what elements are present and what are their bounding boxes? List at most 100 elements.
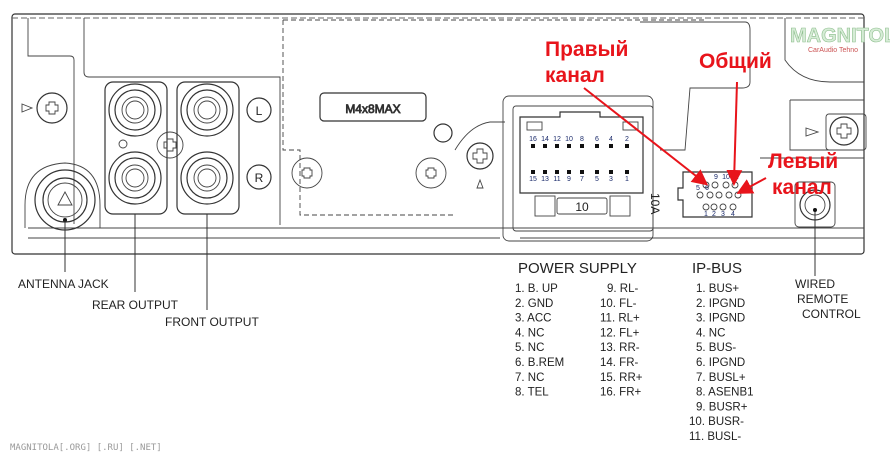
pinout-item: 3. IPGND	[696, 313, 745, 325]
pin-number: 12	[553, 136, 561, 143]
pinout-item: 2. GND	[515, 298, 553, 310]
pin	[580, 170, 584, 174]
pin	[609, 144, 613, 148]
pinout-item: 14. FR-	[600, 357, 639, 369]
common-annotation: Общий	[699, 50, 772, 73]
left-channel-annotation: Левый канал	[768, 150, 838, 199]
annotation-arrows	[583, 81, 767, 194]
pinout-item: 5. NC	[515, 342, 544, 354]
pin-number: 1	[704, 211, 708, 218]
pinout-item: 7. BUSL+	[696, 372, 746, 384]
svg-text:R: R	[255, 171, 264, 185]
front-output-rca	[176, 81, 240, 215]
left-channel-marker: L	[246, 97, 272, 123]
pin-number: 3	[721, 211, 725, 218]
pinout-item: 4. NC	[515, 327, 544, 339]
pin	[711, 181, 719, 189]
pinout-item: 6. IPGND	[696, 357, 745, 369]
pin-number: 2	[625, 136, 629, 143]
triangle-marker-icon	[21, 103, 34, 113]
pinout-item: 10. FL-	[600, 298, 637, 310]
fuse-label: 10	[575, 200, 589, 214]
pinout-item: 1. BUS+	[696, 283, 739, 295]
power-supply-pinout-col2: 9. RL-10. FL-11. RL+12. FL+13. RR-14. FR…	[600, 283, 643, 399]
pin	[719, 203, 727, 211]
antenna-jack	[24, 162, 101, 231]
svg-text:M4x8MAX: M4x8MAX	[345, 102, 400, 116]
pin-number: 2	[712, 211, 716, 218]
pin-number: 1	[625, 176, 629, 183]
pin	[555, 144, 559, 148]
pin	[567, 144, 571, 148]
pin	[729, 203, 737, 211]
svg-text:L: L	[256, 104, 263, 118]
pin	[734, 191, 742, 199]
pin	[625, 170, 629, 174]
pin-number: 4	[609, 136, 613, 143]
pin-number: 6	[595, 136, 599, 143]
screw-icon	[36, 92, 68, 124]
rear-output-label: REAR OUTPUT	[92, 298, 179, 312]
hole-icon	[433, 123, 453, 143]
pinout-item: 11. RL+	[600, 313, 640, 325]
pin	[696, 191, 704, 199]
pinout-item: 7. NC	[515, 372, 544, 384]
svg-text:Правый: Правый	[545, 38, 628, 61]
model-label: M4x8MAX	[319, 92, 427, 122]
front-output-label: FRONT OUTPUT	[165, 315, 259, 329]
pin	[543, 170, 547, 174]
screw-icon	[415, 157, 447, 189]
screw-icon	[466, 142, 494, 189]
pin	[731, 181, 739, 189]
pinout-item: 12. FL+	[600, 327, 640, 339]
pinout-item: 8. ASENB1	[696, 387, 754, 399]
footer-watermark: MAGNITOLA[.ORG] [.RU] [.NET]	[10, 443, 162, 453]
pin-number: 9	[714, 174, 718, 181]
svg-text:WIRED: WIRED	[795, 277, 835, 291]
ip-bus-title: IP-BUS	[692, 260, 742, 277]
pin-number: 5	[696, 185, 700, 192]
pin-number: 5	[595, 176, 599, 183]
pin-number: 14	[541, 136, 549, 143]
pin	[609, 170, 613, 174]
pin-number: 3	[609, 176, 613, 183]
pin	[625, 144, 629, 148]
fuse-rating: 10A	[648, 193, 662, 214]
pinout-item: 2. IPGND	[696, 298, 745, 310]
pin-number: 15	[529, 176, 537, 183]
pin-number: 9	[567, 176, 571, 183]
pin	[715, 191, 723, 199]
svg-text:Левый: Левый	[768, 150, 838, 173]
svg-text:REMOTE: REMOTE	[797, 292, 848, 306]
pin	[722, 181, 730, 189]
rear-output-rca	[104, 81, 168, 215]
pin	[580, 144, 584, 148]
screw-icon	[825, 113, 867, 151]
pin-number: 10	[565, 136, 573, 143]
pin	[543, 144, 547, 148]
pinout-item: 9. BUSR+	[696, 401, 748, 413]
pin-number: 7	[580, 176, 584, 183]
svg-text:канал: канал	[772, 176, 832, 199]
antenna-jack-label: ANTENNA JACK	[18, 277, 109, 291]
right-channel-annotation: Правый канал	[545, 38, 628, 87]
watermark-logo: MAGNITOLA CarAudio Tehno	[790, 25, 890, 54]
screw-icon	[156, 131, 184, 159]
pin-number: 16	[529, 136, 537, 143]
pinout-item: 1. B. UP	[515, 283, 558, 295]
callout-lines	[64, 212, 816, 310]
power-supply-title: POWER SUPPLY	[518, 260, 637, 277]
pin	[555, 170, 559, 174]
pin	[706, 191, 714, 199]
pinout-item: 8. TEL	[515, 387, 549, 399]
pin	[725, 191, 733, 199]
pin	[595, 144, 599, 148]
pinout-item: 5. BUS-	[696, 342, 736, 354]
pinout-item: 6. B.REM	[515, 357, 564, 369]
svg-text:CONTROL: CONTROL	[802, 307, 861, 321]
pinout-item: 4. NC	[696, 327, 725, 339]
